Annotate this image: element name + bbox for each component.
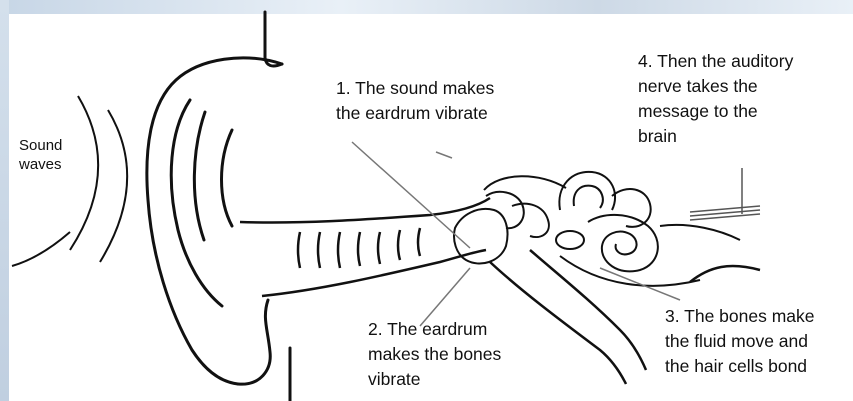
step-4-label: 4. Then the auditory nerve takes the mes… <box>638 49 793 149</box>
sound-wave-arcs <box>12 96 127 266</box>
step-3-label: 3. The bones make the fluid move and the… <box>665 304 815 379</box>
ear-canal <box>240 198 490 296</box>
sound-waves-label: Sound waves <box>19 136 62 174</box>
step-2-label: 2. The eardrum makes the bones vibrate <box>368 317 501 392</box>
auditory-nerve <box>690 168 760 220</box>
outer-ear <box>147 12 290 401</box>
middle-ear <box>454 176 566 263</box>
step-1-label: 1. The sound makes the eardrum vibrate <box>336 76 494 126</box>
